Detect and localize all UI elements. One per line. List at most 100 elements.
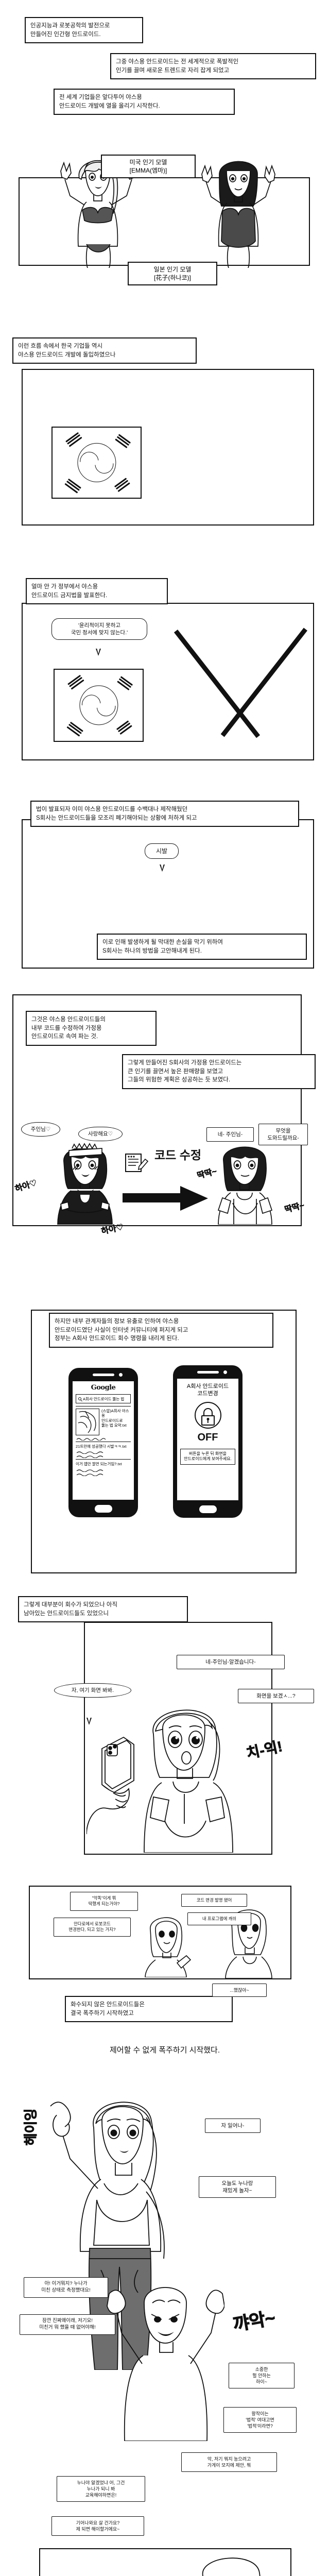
phone-speaker: [197, 1371, 219, 1374]
narration-box-10: 하지만 내부 관계자들의 정보 유출로 인하여 야스용 안드로이드였단 사실이 …: [49, 1313, 273, 1348]
bubble-small-left-1: "악똑"이게 뭐 딱했게 되는거야?: [70, 1892, 138, 1911]
trigram-top-right: [114, 434, 131, 449]
narration-box-12: 화수되지 않은 안드로이드들은 결국 폭주하기 시작하였고: [65, 1996, 233, 2023]
narration-box-7: 이로 인해 발생하게 될 막대한 손실을 막기 위하여 S회사는 하나의 방법을…: [97, 934, 307, 960]
code-change-title: A회사 안드로이드 코드변경: [186, 1383, 229, 1397]
bubble-sound-4: 누나야 알겠었냐 어, 그건 누나가 되니 봐 교육해야하면은!: [57, 2476, 145, 2502]
label-japan-model: 일본 인기 모델 [花子(하나코)]: [128, 262, 217, 286]
taeguk-symbol: [77, 443, 116, 483]
narration-box-9: 그렇게 만들어진 S회사의 가정용 안드로이드는 큰 인기를 끌면서 높은 판매…: [122, 1054, 316, 1090]
bubble-yes-master: 네- 주인님-: [206, 1127, 254, 1142]
toggle-state-label: OFF: [197, 1431, 218, 1443]
narration-box-11: 그렇게 대부분이 회수가 되었으나 아직 남아있는 안드로이드들도 있었으니: [18, 1596, 188, 1623]
google-logo: Google: [91, 1384, 116, 1392]
models-panel: [19, 177, 310, 266]
bubble-small-left-2: 안다로에서 로봇코드 변경한다, 되고 있는 거지?: [54, 1918, 131, 1937]
placeholder-line: [76, 1437, 131, 1441]
search-result-item[interactable]: (스압)A회사 야스용 안드로이드로 뚫는 법 요약.txt: [76, 1409, 131, 1441]
phone-screen[interactable]: A회사 안드로이드 코드변경 OFF 버튼을 누른 뒤 화면을 안드로이드에게 …: [177, 1379, 238, 1500]
lock-shackle: [203, 1408, 213, 1416]
narration-box-13: 제어할 수 없게 폭주하기 시작했다.: [53, 2041, 276, 2060]
bubble-small-right-2: 내 프로그램에 캐쉬: [187, 1912, 251, 1926]
phone-camera: [223, 1370, 227, 1374]
right-arrow-icon: [123, 1185, 209, 1214]
bubble-mistress-1: 자 일어나-: [205, 2119, 261, 2133]
bubble-look-at-screen: 자, 여기 화면 봐봐.: [54, 1683, 131, 1698]
trigram-bottom-right: [116, 720, 133, 736]
phone-home-button[interactable]: [199, 1505, 217, 1513]
bubble-slave-2: 잠깐 진짜왜이래, 저기요! 미친거 뭐 했을 때 없어야해!: [20, 2314, 115, 2335]
phone-search[interactable]: Google A회사 안드로이드 뚫는 법: [68, 1368, 138, 1517]
trigram-bottom-right: [114, 477, 131, 493]
figure-maid-before: [42, 1137, 129, 1225]
bubble-yes-master-understood: 네-주인님-알겠습니다-: [177, 1655, 285, 1670]
figure-femdom-android: type:femdom: [153, 2555, 298, 2576]
phone-screen[interactable]: Google A회사 안드로이드 뚫는 법: [73, 1381, 134, 1500]
label-code-fix: 코드 수정: [154, 1148, 202, 1162]
figure-hanako: [189, 148, 287, 268]
lock-keyhole: [206, 1417, 209, 1420]
government-quote-bubble: '윤리적이지 못하고 국민 정서에 맞지 않는다.': [51, 618, 147, 640]
placeholder-line: [76, 1450, 131, 1454]
bubble-sound-2: 왕작이는 '법적' 여대고면 '법적'이라면?: [223, 2407, 297, 2433]
trigram-top-left: [65, 432, 83, 448]
government-quote-tail: [96, 648, 101, 656]
phone-code-change[interactable]: A회사 안드로이드 코드변경 OFF 버튼을 누른 뒤 화면을 안드로이드에게 …: [173, 1365, 243, 1518]
placeholder-line: [76, 1454, 131, 1459]
narration-box-2: 그중 야스용 안드로이드는 전 세계적으로 폭발적인 인기를 끌며 새로운 트렌…: [110, 53, 316, 80]
korea-flag-icon: [54, 669, 144, 742]
narration-box-6: 법이 발표되자 이미 야스용 안드로이드를 수백대나 제작해뒀던 S회사는 안드…: [30, 801, 299, 827]
figure-bald-man: [106, 2271, 224, 2441]
divider: [76, 1459, 131, 1460]
label-usa-model: 미국 인기 모델 [EMMA(엠마)]: [101, 155, 196, 179]
narration-box-1: 인공지능과 로봇공학의 발전으로 만들어진 인간형 안드로이드.: [25, 17, 143, 44]
sfx-aak: 꺄악~: [231, 2308, 277, 2335]
search-query-text: A회사 안드로이드 뚫는 법: [83, 1396, 125, 1401]
narration-box-5: 얼마 안 가 정부에서 야스용 안드로이드 금지법을 발표한다.: [26, 578, 168, 605]
phone-camera: [118, 1373, 123, 1377]
figure-hand-holding-phone: [86, 1731, 153, 1834]
bubble-slave-1: 아! 이거뭐지? 누나가 미친 상태로 측정했대요!: [24, 2277, 108, 2298]
bubble-how-may-i-help: 무엇을 도와드릴까요-: [258, 1124, 308, 1146]
narration-box-3: 전 세계 기업들은 앞다투어 야스용 안드로이드 개발에 열을 올리기 시작한다…: [54, 89, 235, 115]
bubble-reply-small: ...했잖아~: [212, 1984, 267, 1997]
trigram-top-left: [67, 674, 85, 690]
document-edit-icon: [125, 1153, 149, 1176]
figure-android-after: [201, 1137, 287, 1225]
result-title: (스압)A회사 야스용 안드로이드로 뚫는 법 요약.txt: [101, 1409, 129, 1428]
trigram-bottom-left: [66, 721, 83, 738]
bubble-mistress-2: 오늘도 누나랑 재밌게 놀자~: [199, 2176, 276, 2198]
korea-flag-icon: [51, 427, 142, 499]
search-result-item[interactable]: 21트만에 성공했다 시발ㅋㅋ.txt: [76, 1444, 131, 1459]
bubble-master-love: 주인님♡: [21, 1122, 60, 1137]
factory-curse-tail: [160, 864, 165, 872]
figure-emma: [49, 148, 147, 268]
bubble-sound-3: 악, 저기 뭐지 농으려고 가게이 모지에 제안, 뭐: [181, 2452, 277, 2472]
trigram-top-right: [116, 676, 133, 692]
search-result-item[interactable]: 이거 앱만 깔면 되는거임?.txt: [76, 1462, 131, 1477]
lock-icon[interactable]: [194, 1401, 221, 1429]
search-input[interactable]: A회사 안드로이드 뚫는 법: [76, 1394, 131, 1403]
bubble-sound-1: 소중한 헐 안하는 하이~: [229, 2363, 295, 2389]
phone-home-button[interactable]: [94, 1505, 112, 1513]
bubble-glitch: 화면을 보겠ㅅ...?: [238, 1689, 314, 1704]
sfx-aing: 헤이잉: [23, 2108, 39, 2146]
bubble-sound-5: 기어나와요 살 건가요? 제 되면 해이할거에요~: [51, 2516, 144, 2536]
narration-box-8: 그것은 야스용 안드로이드들의 내부 코드를 수정하여 가정용 안드로이드로 속…: [26, 1011, 157, 1046]
figure-small-person: [133, 1909, 195, 1977]
phone-speaker: [92, 1374, 114, 1376]
bubble-i-love-you: 사랑해요♡: [78, 1127, 123, 1142]
result-title: 이거 앱만 깔면 되는거임?.txt: [76, 1462, 122, 1467]
figure-android-surprised: [124, 1695, 257, 1853]
bubble-look-tail: [86, 1717, 92, 1725]
bubble-small-right-1: 코드 변경 발명 됐어: [181, 1894, 247, 1907]
trigram-bottom-left: [64, 478, 81, 495]
narration-box-4: 이런 흐름 속에서 한국 기업들 역시 야스용 안드로이드 개발에 돌입하였으나: [12, 337, 197, 364]
lock-keyhole-slot: [207, 1419, 209, 1423]
taeguk-symbol: [79, 685, 118, 725]
result-title: 21트만에 성공했다 시발ㅋㅋ.txt: [76, 1444, 127, 1449]
placeholder-line: [76, 1468, 131, 1472]
result-thumbnail: [76, 1409, 99, 1435]
search-icon: [78, 1397, 81, 1400]
